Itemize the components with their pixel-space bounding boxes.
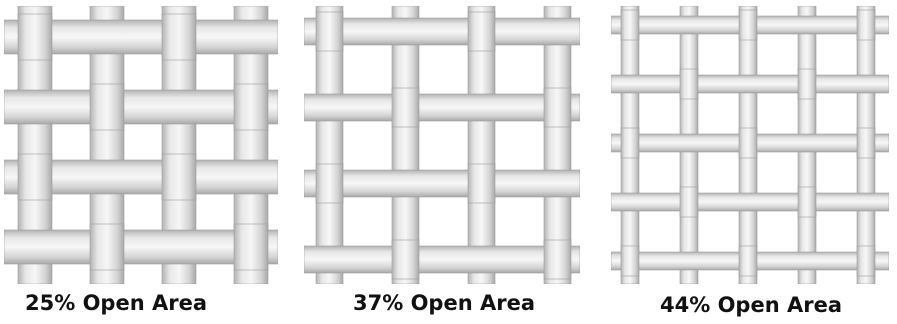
horizontal-wire — [611, 75, 889, 93]
wire-crossing-over — [162, 14, 196, 60]
wire-crossing-over — [90, 224, 124, 270]
wire-crossing-over — [621, 10, 639, 40]
woven-mesh-illustration — [304, 6, 580, 284]
wire-crossing-over — [621, 246, 639, 276]
wire-crossing-over — [798, 187, 816, 217]
wire-crossing-over — [798, 69, 816, 99]
wire-crossing-over — [739, 128, 757, 158]
woven-mesh-illustration — [4, 6, 278, 284]
wire-crossing-over — [544, 240, 571, 279]
horizontal-wire — [304, 18, 580, 45]
wire-crossing-over — [857, 10, 875, 40]
horizontal-wire — [304, 170, 580, 197]
mesh-panel-44: 44% Open Area — [611, 0, 891, 324]
wire-crossing-over — [234, 84, 268, 130]
wire-crossing-over — [316, 164, 343, 203]
horizontal-wire — [304, 246, 580, 273]
mesh-background — [304, 6, 580, 284]
wire-crossing-over — [18, 154, 52, 200]
mesh-panel-37: 37% Open Area — [304, 0, 584, 324]
open-area-caption: 37% Open Area — [304, 291, 584, 315]
horizontal-wire — [304, 94, 580, 121]
mesh-panel-25: 25% Open Area — [4, 0, 284, 324]
wire-crossing-over — [544, 88, 571, 127]
wire-crossing-over — [468, 12, 495, 51]
wire-crossing-over — [680, 187, 698, 217]
wire-crossing-over — [739, 246, 757, 276]
woven-mesh-illustration — [611, 6, 889, 284]
wire-crossing-over — [90, 84, 124, 130]
wire-crossing-over — [680, 69, 698, 99]
wire-crossing-over — [234, 224, 268, 270]
wire-crossing-over — [392, 240, 419, 279]
wire-crossing-over — [857, 128, 875, 158]
wire-crossing-over — [621, 128, 639, 158]
open-area-caption: 25% Open Area — [0, 291, 256, 315]
horizontal-wire — [611, 193, 889, 211]
wire-crossing-over — [857, 246, 875, 276]
open-area-caption: 44% Open Area — [611, 293, 891, 317]
wire-crossing-over — [739, 10, 757, 40]
wire-crossing-over — [468, 164, 495, 203]
wire-crossing-over — [18, 14, 52, 60]
wire-crossing-over — [162, 154, 196, 200]
wire-crossing-over — [316, 12, 343, 51]
wire-crossing-over — [392, 88, 419, 127]
